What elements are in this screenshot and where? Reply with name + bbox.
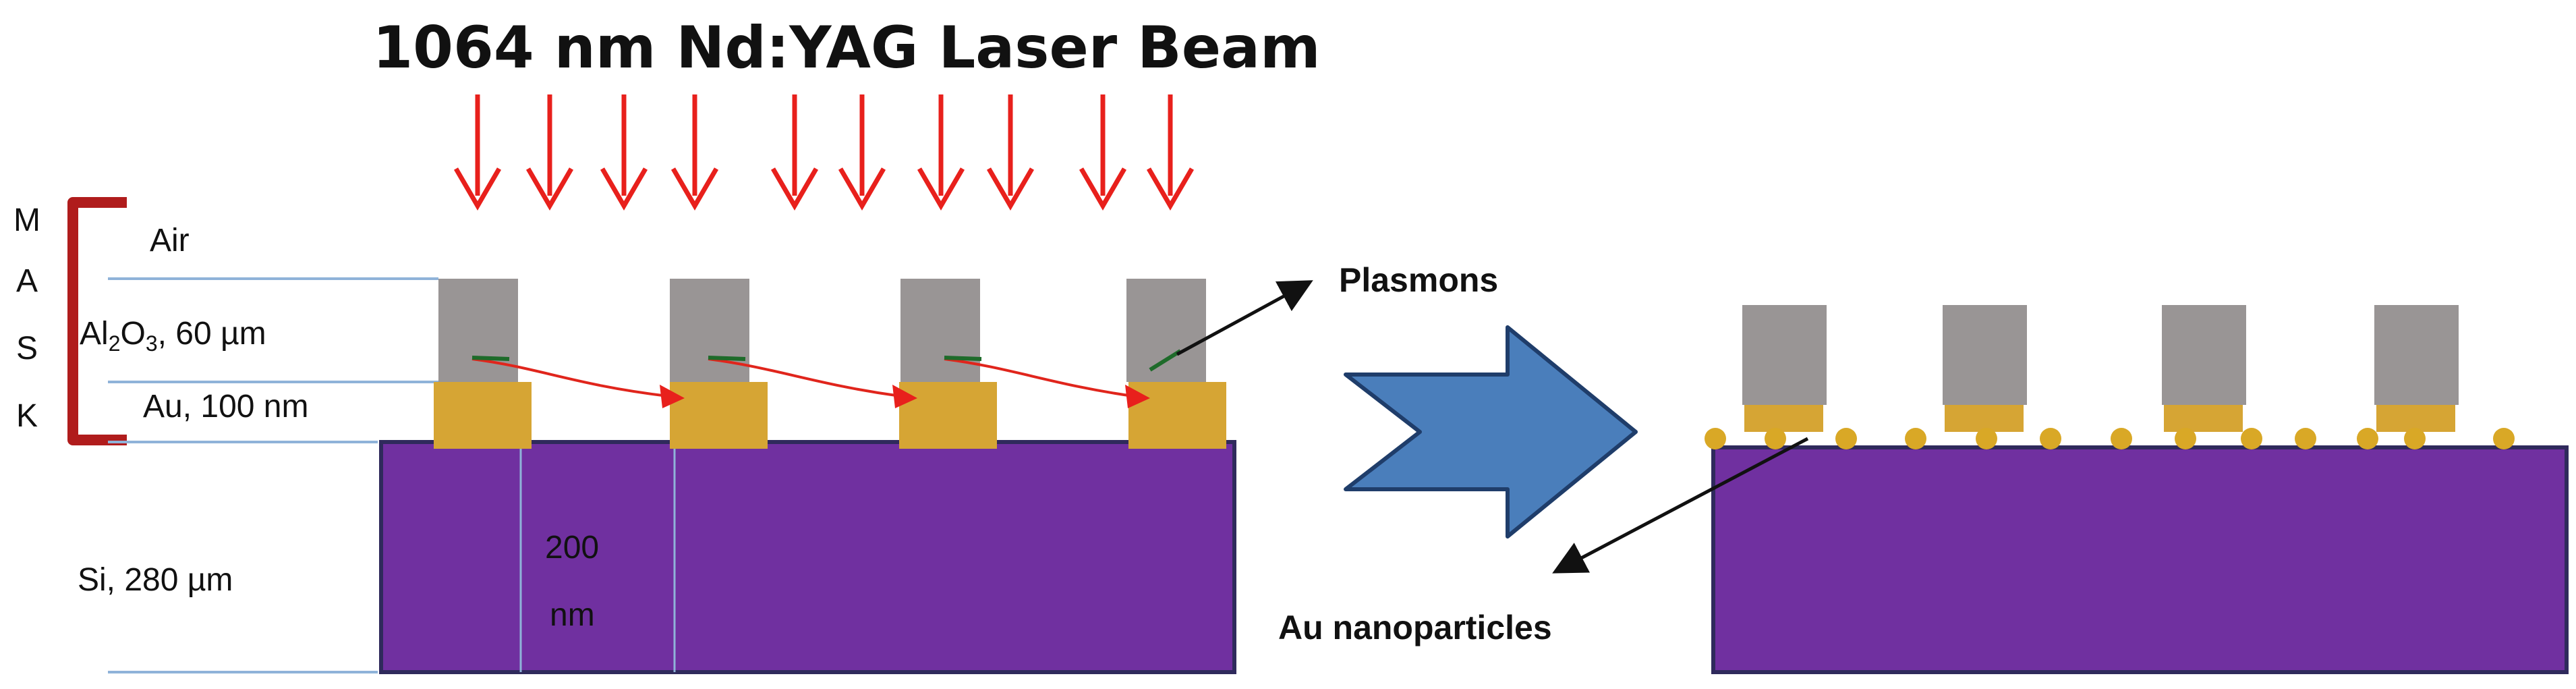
laser-arrow xyxy=(1146,94,1195,211)
plasmon-paths xyxy=(471,358,1134,397)
silicon-substrate-right xyxy=(1711,445,2569,674)
nanoparticle xyxy=(2295,428,2316,449)
nanoparticle xyxy=(1765,428,1786,449)
alumina-block xyxy=(900,279,980,382)
nanoparticle xyxy=(2493,428,2515,449)
silicon-substrate-left xyxy=(379,440,1236,674)
nanoparticle xyxy=(1976,428,1997,449)
plasmon-arrowheads xyxy=(660,385,1150,408)
plasmons-pointer-arrow xyxy=(1176,280,1313,356)
laser-beam-arrows xyxy=(453,94,1195,211)
mask-letter-m: M xyxy=(13,202,40,238)
laser-arrow xyxy=(1079,94,1127,211)
nanoparticles-label: Au nanoparticles xyxy=(1278,609,1552,646)
laser-arrow xyxy=(453,94,502,211)
alumina-block xyxy=(1943,305,2027,405)
gold-pad-remnant xyxy=(2164,405,2243,432)
nanoparticle xyxy=(1905,428,1926,449)
mask-letter-k: K xyxy=(16,398,38,434)
nanoparticle xyxy=(2040,428,2061,449)
process-arrow xyxy=(1344,325,1638,539)
gap-label-value: 200 xyxy=(545,530,599,566)
nanoparticle xyxy=(2357,428,2378,449)
alumina-block xyxy=(2374,305,2459,405)
mask-bracket xyxy=(67,197,127,445)
mask-label: M A S K xyxy=(13,202,40,434)
mask-letter-s: S xyxy=(16,331,38,366)
gold-layer-label: Au, 100 nm xyxy=(143,389,308,424)
mask-pillars-right xyxy=(1742,305,2459,432)
au-nanoparticles xyxy=(1705,428,2515,449)
nanoparticle xyxy=(2175,428,2196,449)
nanoparticle xyxy=(2404,428,2426,449)
alumina-block xyxy=(1742,305,1827,405)
gold-pad-remnant xyxy=(1744,405,1823,432)
nanoparticle xyxy=(1705,428,1726,449)
laser-arrow xyxy=(986,94,1035,211)
nanoparticle xyxy=(1835,428,1857,449)
alumina-label: Al2O3, 60 µm xyxy=(80,316,266,356)
nanoparticles-pointer-arrow xyxy=(1552,437,1809,574)
diagram-title: 1064 nm Nd:YAG Laser Beam xyxy=(372,14,1320,82)
alumina-block xyxy=(670,279,749,382)
laser-arrow xyxy=(670,94,719,211)
plasmon-markers xyxy=(471,349,1182,372)
gold-pad xyxy=(670,382,768,449)
plasmons-label: Plasmons xyxy=(1339,261,1498,299)
laser-arrow xyxy=(838,94,886,211)
mask-pillars-left xyxy=(434,279,1226,449)
laser-arrow xyxy=(770,94,819,211)
layer-guide-lines xyxy=(108,277,438,673)
gap-label-unit: nm xyxy=(550,597,595,633)
gold-pad xyxy=(434,382,532,449)
laser-arrow xyxy=(600,94,648,211)
gold-pad xyxy=(899,382,997,449)
gold-pad-remnant xyxy=(2376,405,2455,432)
laser-arrow xyxy=(525,94,574,211)
gold-pad xyxy=(1128,382,1226,449)
gold-pad-remnant xyxy=(1945,405,2024,432)
alumina-block xyxy=(2162,305,2246,405)
laser-arrow xyxy=(917,94,965,211)
silicon-label: Si, 280 µm xyxy=(78,562,233,598)
nanoparticle xyxy=(2111,428,2132,449)
air-label: Air xyxy=(150,223,190,258)
alumina-block xyxy=(438,279,518,382)
gap-dimension-lines xyxy=(519,442,676,672)
nanoparticle xyxy=(2241,428,2262,449)
mask-letter-a: A xyxy=(16,263,38,299)
alumina-block xyxy=(1126,279,1206,382)
